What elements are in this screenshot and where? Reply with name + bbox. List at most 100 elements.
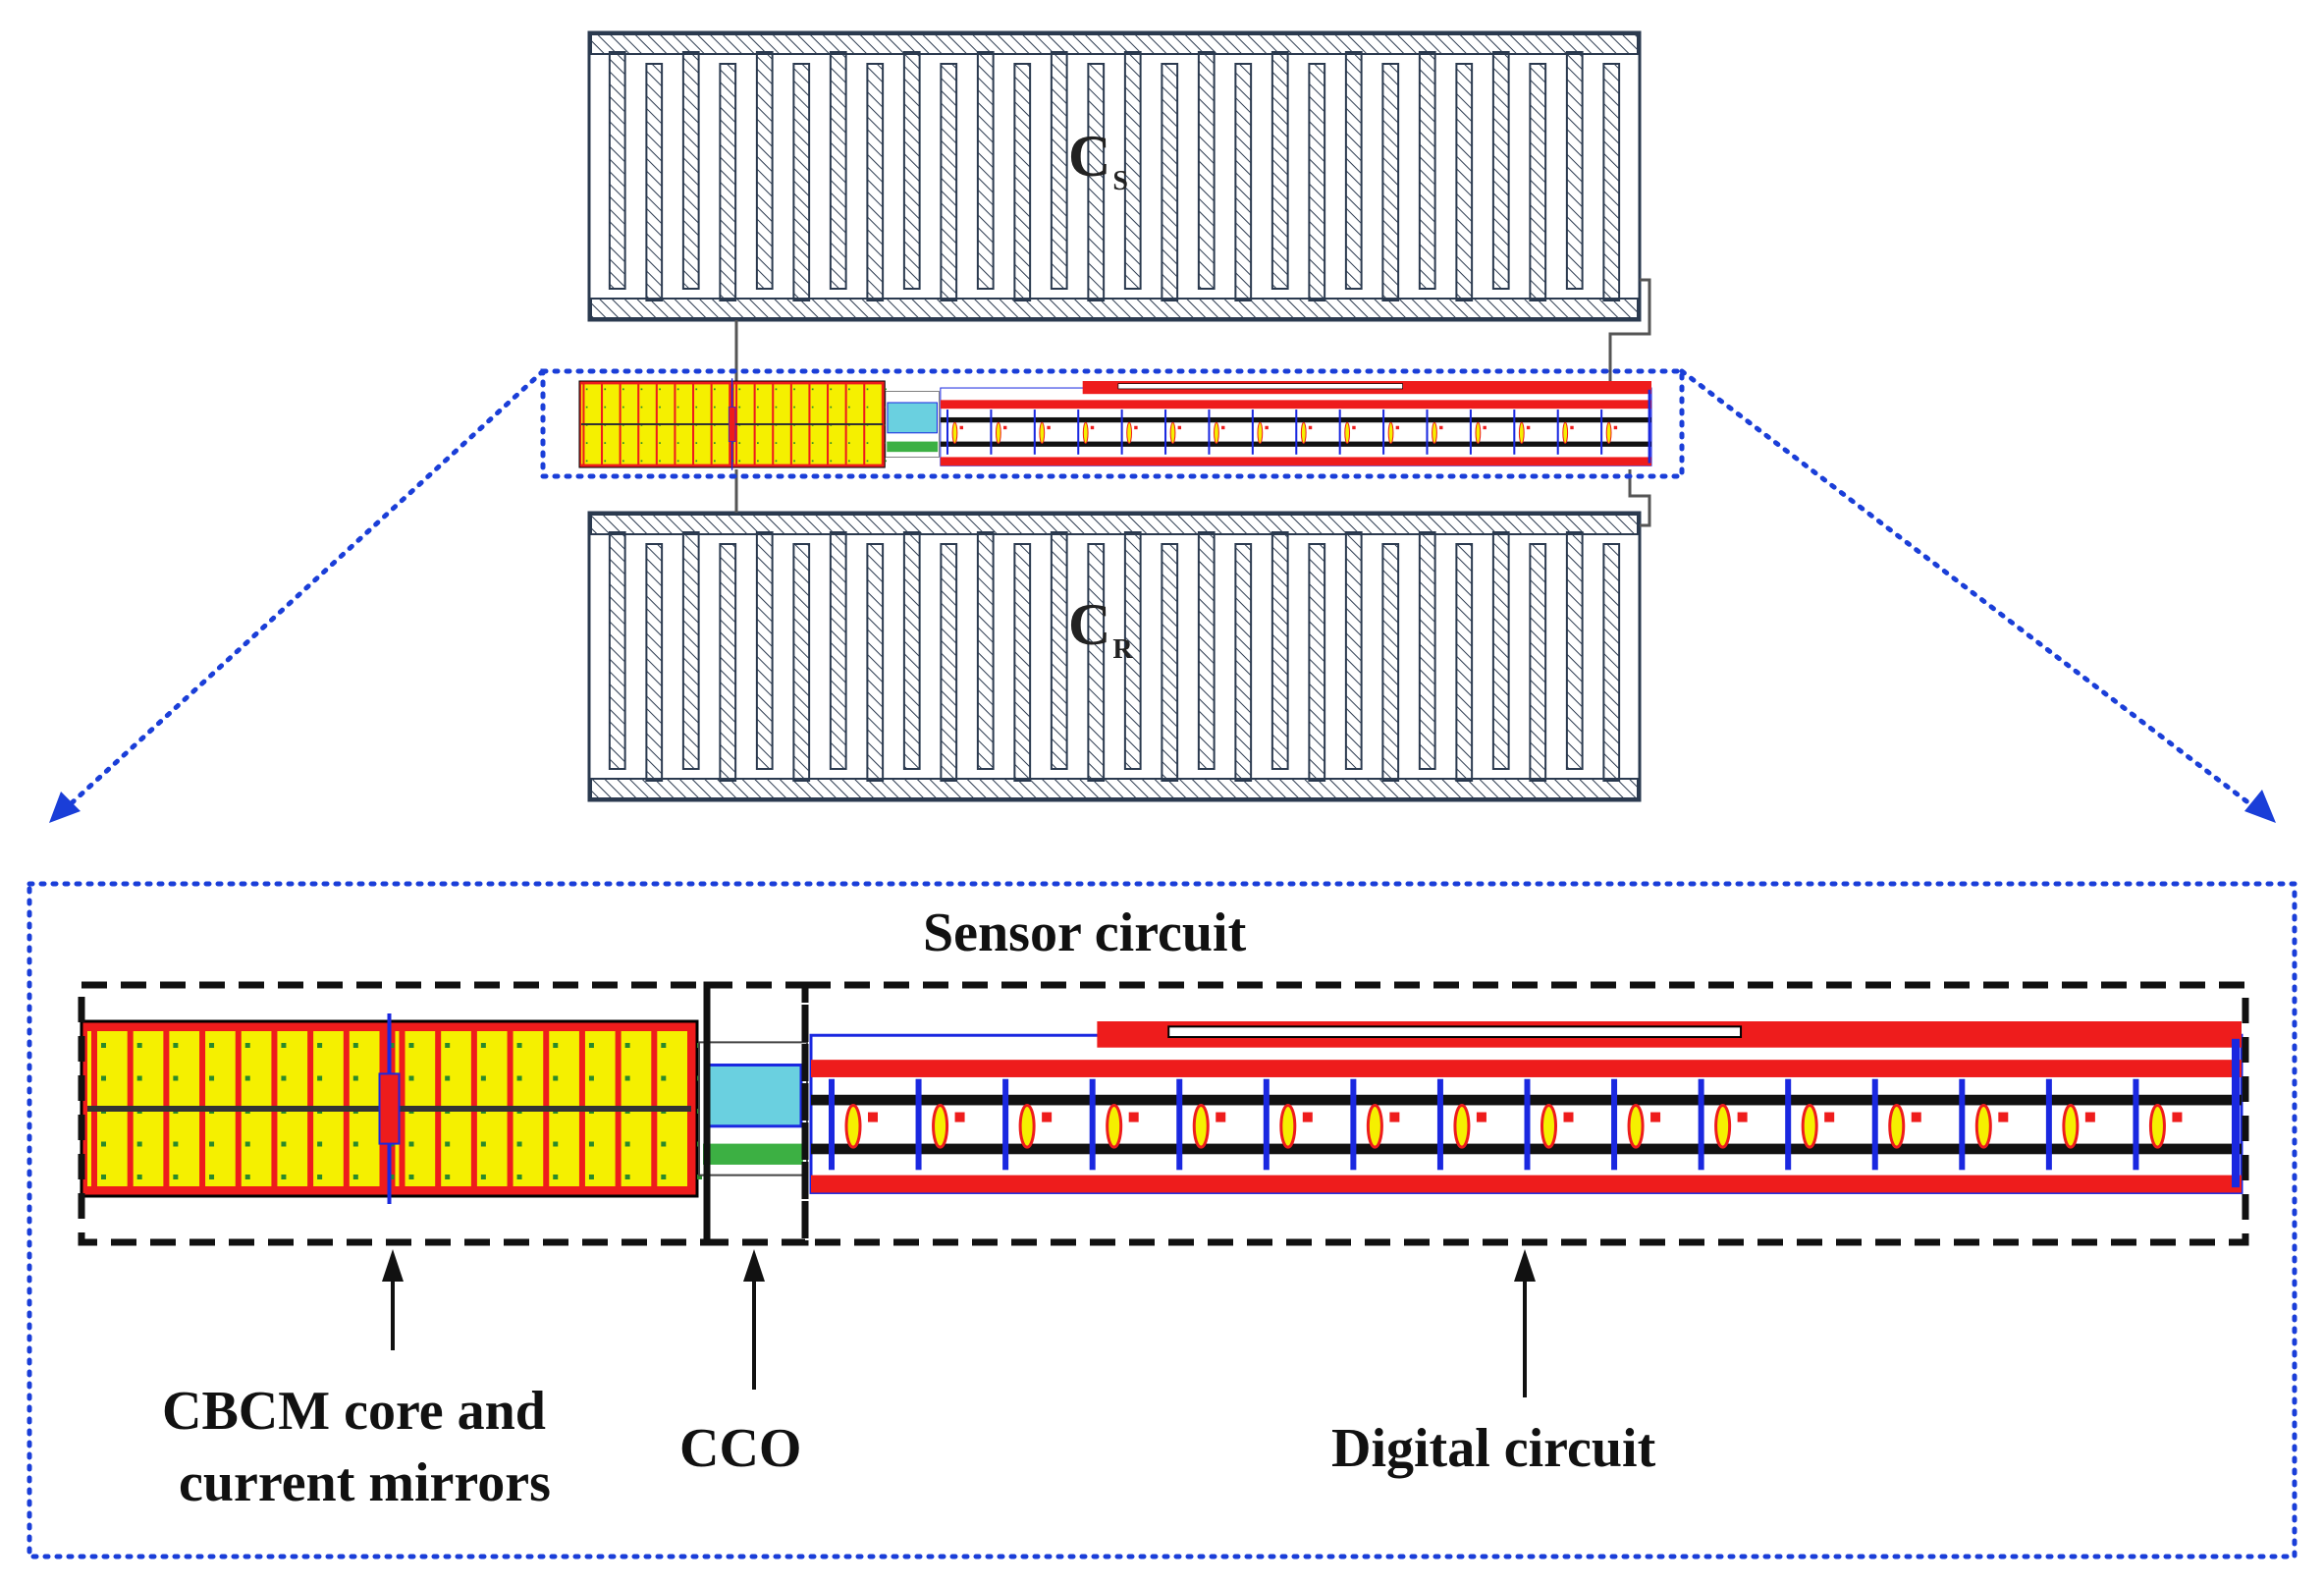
- contact: [389, 1043, 395, 1048]
- cell-column: [1120, 410, 1123, 455]
- capacitor-finger: [1491, 531, 1510, 770]
- contact: [695, 460, 698, 463]
- capacitor-finger: [755, 51, 774, 290]
- contact: [811, 388, 814, 391]
- cell-device: [1475, 421, 1482, 444]
- cco-core: [703, 1064, 803, 1128]
- contact: [640, 388, 643, 391]
- contact: [173, 1141, 179, 1147]
- capacitor-finger: [1087, 543, 1106, 782]
- contact: [659, 406, 661, 409]
- contact: [209, 1141, 215, 1147]
- cell-device: [1540, 1103, 1557, 1149]
- cell-contact: [1128, 1112, 1139, 1122]
- contact: [480, 1141, 486, 1147]
- contact: [738, 406, 741, 409]
- capacitor-finger: [1381, 63, 1400, 301]
- cell-column: [829, 1078, 835, 1171]
- cell-device: [1300, 421, 1307, 444]
- contact: [101, 1141, 106, 1147]
- capacitor-finger: [1123, 531, 1142, 770]
- sensor-layout-overview: [578, 278, 1652, 527]
- cell-column: [1382, 410, 1385, 455]
- capacitor-finger: [1455, 63, 1474, 301]
- contact: [659, 388, 661, 391]
- capacitor-finger: [1050, 51, 1068, 290]
- capacitor-finger: [1602, 543, 1621, 782]
- contact: [624, 1075, 630, 1081]
- contact: [866, 388, 869, 391]
- capacitor-finger: [1161, 543, 1179, 782]
- contact: [553, 1175, 559, 1179]
- contact: [830, 442, 833, 444]
- sense-capacitor-letter: C: [1068, 124, 1111, 189]
- contact: [352, 1043, 358, 1048]
- cell-contact: [1824, 1112, 1835, 1122]
- cell-device: [844, 1103, 862, 1149]
- cbcm-label-line2: current mirrors: [179, 1452, 551, 1513]
- capacitor-finger: [940, 63, 958, 301]
- contact: [848, 388, 850, 391]
- contact: [281, 1175, 287, 1179]
- cell-column: [1208, 410, 1211, 455]
- capacitor-finger: [1087, 63, 1106, 301]
- cell-contact: [1134, 425, 1138, 430]
- cell-column: [2133, 1078, 2139, 1171]
- contact: [714, 406, 716, 409]
- cell-column: [1513, 410, 1516, 455]
- contact: [604, 460, 607, 463]
- capacitor-finger: [1344, 531, 1363, 770]
- sensor-circuit-title: Sensor circuit: [923, 902, 1247, 963]
- capacitor-finger: [829, 51, 847, 290]
- cell-device: [1082, 421, 1089, 444]
- contact: [244, 1043, 250, 1048]
- capacitor-finger: [1418, 531, 1436, 770]
- contact: [101, 1043, 106, 1048]
- contact: [793, 388, 795, 391]
- contact: [866, 442, 869, 444]
- cell-column: [1785, 1078, 1792, 1171]
- cell-contact: [1177, 425, 1182, 430]
- contact: [101, 1075, 106, 1081]
- contact: [622, 460, 624, 463]
- contact: [604, 442, 607, 444]
- contact: [352, 1075, 358, 1081]
- cell-column: [1251, 410, 1254, 455]
- capacitor-finger: [645, 63, 664, 301]
- contact: [848, 406, 850, 409]
- cell-contact: [1216, 1112, 1226, 1122]
- contact: [830, 460, 833, 463]
- capacitor-finger: [1565, 51, 1584, 290]
- cell-device: [1888, 1103, 1906, 1149]
- contact: [738, 388, 741, 391]
- contact: [695, 406, 698, 409]
- contact: [244, 1141, 250, 1147]
- contact: [793, 460, 795, 463]
- contact: [661, 1043, 667, 1048]
- digital-rail: [811, 1175, 2242, 1193]
- contact: [757, 460, 759, 463]
- cell-device: [1714, 1103, 1732, 1149]
- contact: [661, 1141, 667, 1147]
- contact: [317, 1175, 323, 1179]
- contact: [588, 1141, 594, 1147]
- contact: [281, 1141, 287, 1147]
- contact: [480, 1175, 486, 1179]
- capacitor-finger: [755, 531, 774, 770]
- cell-contact: [1911, 1112, 1921, 1122]
- contact: [775, 460, 778, 463]
- capacitor-finger: [829, 531, 847, 770]
- cell-device: [2062, 1103, 2080, 1149]
- contact: [244, 1175, 250, 1179]
- zoom-indicator: [27, 368, 2297, 1559]
- section-boxes: [78, 981, 2249, 1246]
- contact: [445, 1141, 451, 1147]
- reference-capacitor-subscript: R: [1112, 634, 1133, 665]
- cell-contact: [1650, 1112, 1661, 1122]
- cell-contact: [959, 425, 963, 430]
- contact: [553, 1043, 559, 1048]
- capacitor-top-electrode: [590, 514, 1639, 535]
- capacitor-finger: [792, 63, 811, 301]
- digital-edge-rail: [2232, 1038, 2240, 1188]
- contact: [793, 406, 795, 409]
